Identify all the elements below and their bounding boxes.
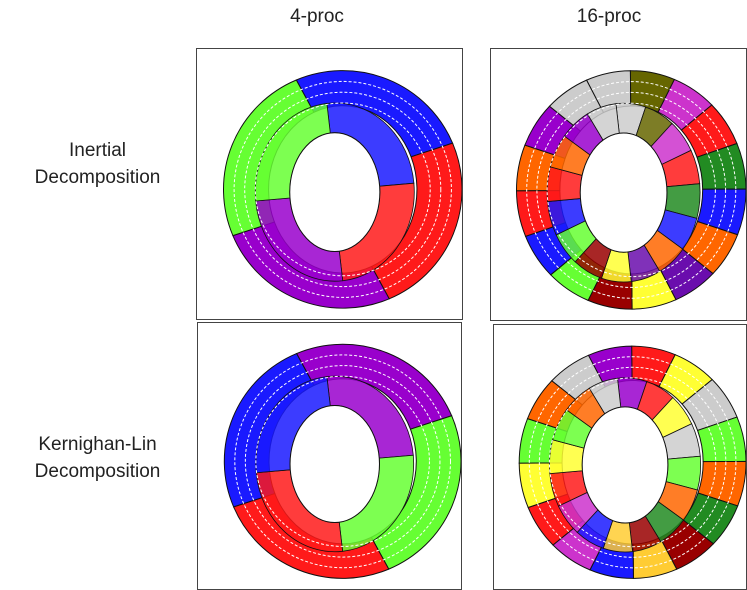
tire-image-inertial-16proc	[516, 70, 746, 310]
row-label-line1: Kernighan-Lin	[38, 434, 157, 455]
tire-image-inertial-4proc	[223, 70, 462, 309]
tread-groove-line	[255, 375, 430, 547]
tread-groove-line	[526, 81, 737, 299]
panel-kl-4proc	[197, 322, 462, 590]
tread-groove-line	[244, 365, 441, 558]
row-label-kernighan-lin: Kernighan-Lin Decomposition	[0, 431, 195, 485]
row-label-line2: Decomposition	[34, 461, 161, 482]
tire-image-kl-4proc	[223, 343, 461, 579]
tread-groove-line	[233, 80, 452, 298]
tread-groove-line	[254, 102, 431, 277]
panel-kl-16proc	[493, 324, 747, 590]
tire-segments	[516, 70, 746, 310]
column-header-4-proc: 4-proc	[290, 6, 344, 27]
tread-groove-line	[546, 102, 716, 278]
column-header-16-proc: 16-proc	[576, 6, 642, 27]
tire-image-kl-16proc	[518, 345, 746, 579]
tire-hole	[581, 406, 669, 524]
panel-inertial-16proc	[490, 48, 747, 321]
tread-groove-line	[538, 366, 727, 558]
tire-segments	[518, 345, 746, 579]
tire-hole	[579, 132, 668, 253]
panel-inertial-4proc	[196, 48, 463, 320]
tread-groove-line	[244, 91, 442, 288]
tread-groove-line	[234, 354, 451, 569]
tread-groove-line	[528, 356, 737, 569]
tread-groove-line	[536, 91, 727, 288]
row-label-inertial: Inertial Decomposition	[0, 137, 195, 191]
row-label-line1: Inertial	[68, 140, 127, 161]
tire-segments	[223, 70, 462, 309]
tire-hole	[289, 404, 380, 523]
tire-segments	[223, 343, 461, 579]
tire-hole	[289, 132, 381, 252]
row-label-line2: Decomposition	[34, 167, 161, 188]
